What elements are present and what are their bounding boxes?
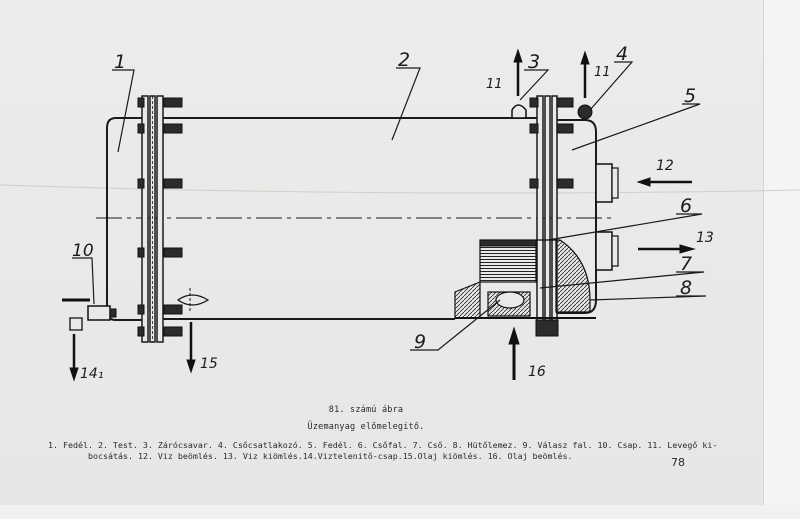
leader-lines [72, 61, 707, 351]
air-release-arrows [513, 48, 590, 98]
label-3: 3 [528, 51, 540, 73]
page-number: 78 [671, 456, 685, 469]
sheet-bottom-strip [0, 505, 800, 519]
label-10: 10 [72, 241, 94, 261]
oil-inlet-arrow [508, 326, 520, 380]
label-16: 16 [528, 364, 546, 380]
air-vent-plug [511, 104, 527, 119]
label-8: 8 [680, 277, 692, 299]
label-6: 6 [680, 195, 692, 217]
tube-bundle-section [454, 239, 596, 319]
down-arrows [69, 322, 196, 382]
label-13: 13 [696, 230, 714, 246]
label-2: 2 [398, 49, 410, 71]
label-5: 5 [684, 85, 696, 107]
water-nozzles [595, 163, 619, 271]
pipe-connector-fitting [577, 104, 593, 120]
right-flange [536, 95, 558, 335]
heater-body [96, 117, 612, 321]
water-arrows [636, 177, 696, 254]
label-1: 1 [114, 51, 126, 73]
label-7: 7 [680, 253, 692, 275]
right-flange-bolts [529, 97, 574, 337]
legend-line-1: 1. Fedél. 2. Test. 3. Zárócsavar. 4. Cső… [48, 440, 718, 450]
label-14: 14₁ [80, 366, 103, 382]
sheet-edge-strip [763, 0, 800, 519]
label-11-right: 11 [594, 65, 611, 80]
figure-title: Üzemanyag előmelegitő. [307, 422, 425, 432]
label-4: 4 [616, 43, 628, 65]
legend-line-2: bocsátás. 12. Viz beömlés. 13. Viz kiöml… [88, 451, 573, 461]
drain-cock [62, 298, 117, 331]
sheet-crease [0, 184, 800, 194]
label-11-left: 11 [486, 77, 503, 92]
left-flange [141, 95, 164, 343]
label-12: 12 [656, 158, 674, 174]
label-9: 9 [414, 331, 426, 353]
label-15: 15 [200, 356, 218, 372]
left-flange-bolts [137, 97, 183, 337]
figure-number: 81. számú ábra [328, 405, 404, 415]
oil-outlet-symbol [176, 288, 210, 312]
